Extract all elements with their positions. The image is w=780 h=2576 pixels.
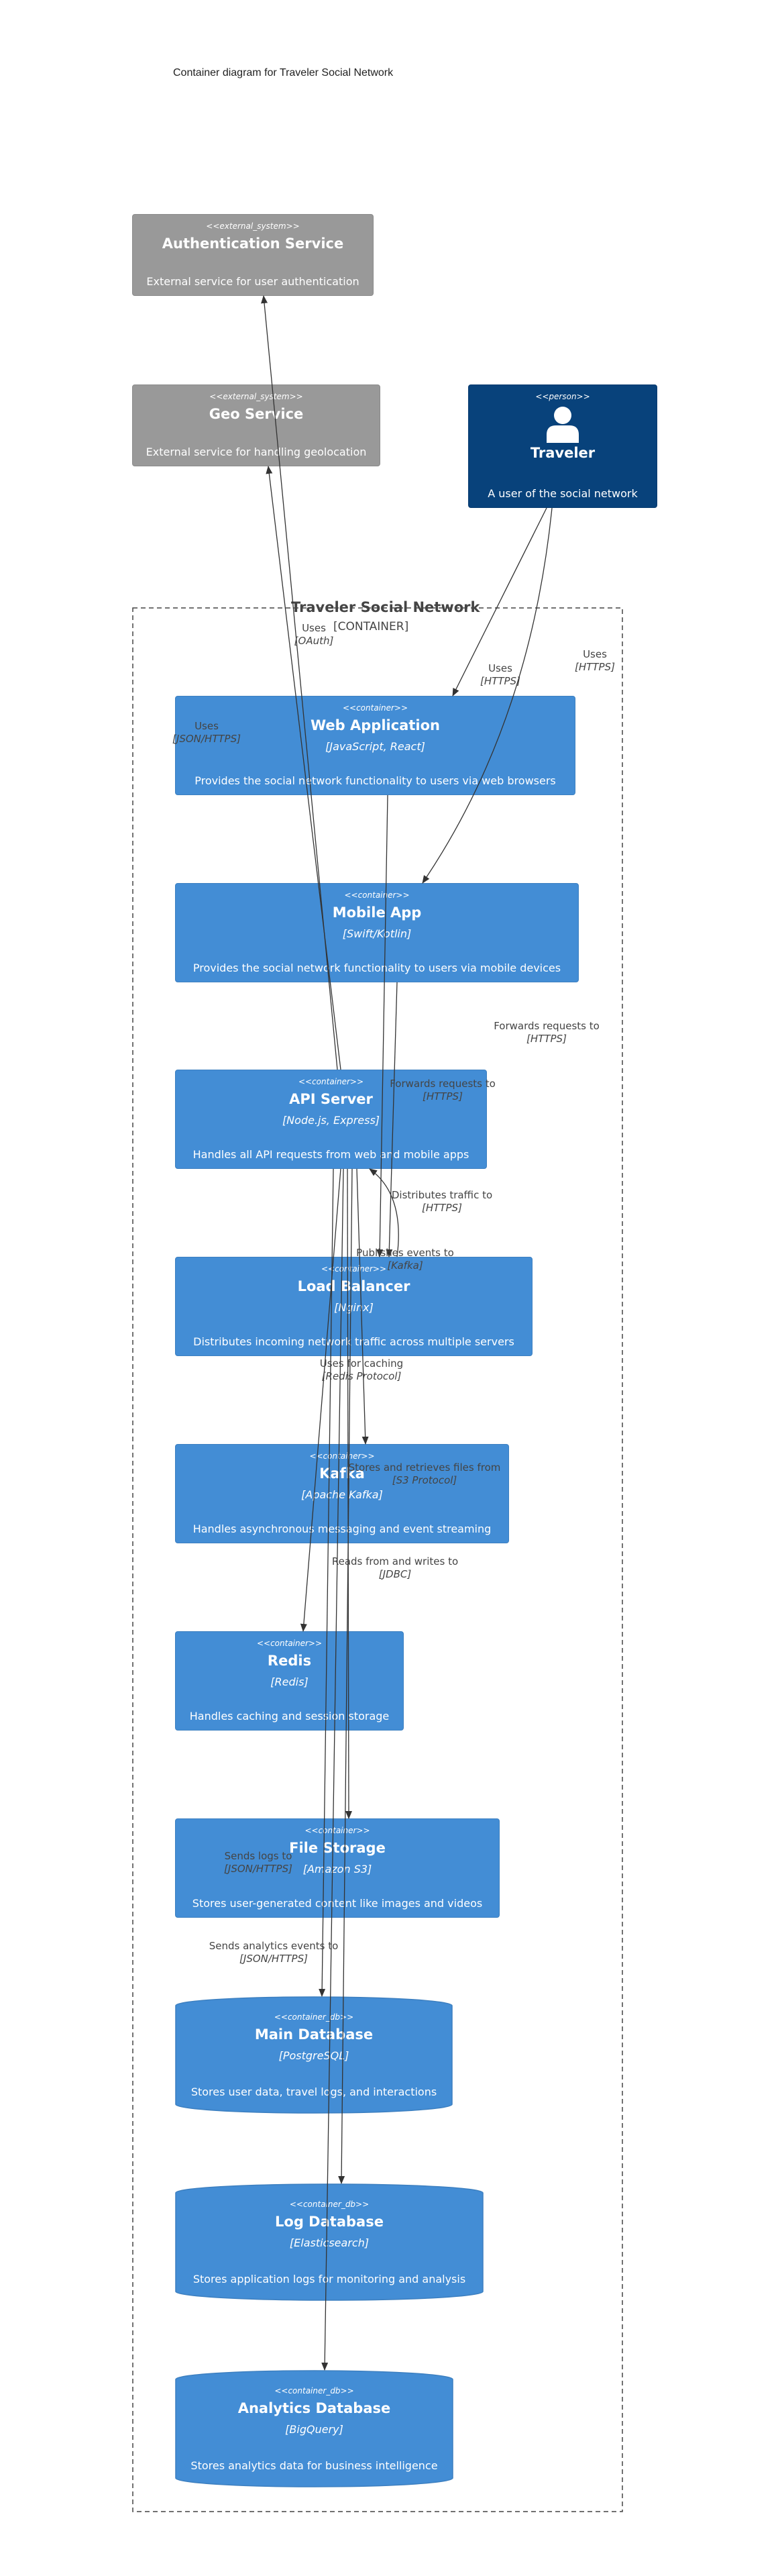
relationship-label: Uses[OAuth]	[294, 622, 334, 647]
relationship-label: Uses[JSON/HTTPS]	[172, 720, 241, 745]
relationship-label: Uses for caching[Redis Protocol]	[319, 1357, 404, 1382]
node-stereotype: <<container>>	[321, 1264, 387, 1274]
node-description: Handles all API requests from web and mo…	[192, 1148, 469, 1161]
node-name: Redis	[267, 1653, 312, 1669]
node-name: Analytics Database	[237, 2400, 391, 2416]
node-stereotype: <<container>>	[256, 1639, 323, 1648]
node-description: Stores analytics data for business intel…	[190, 2459, 438, 2472]
boundary-title: Traveler Social Network	[291, 599, 480, 615]
node-description: Provides the social network functionalit…	[194, 774, 556, 787]
relationship-label: Distributes traffic to[HTTPS]	[391, 1189, 493, 1214]
node-stereotype: <<container_db>>	[289, 2200, 370, 2209]
node-description: External service for handling geolocatio…	[146, 446, 367, 458]
node-technology: [JavaScript, React]	[325, 740, 425, 753]
diagram-title: Container diagram for Traveler Social Ne…	[173, 67, 394, 79]
node-technology: [Apache Kafka]	[301, 1488, 383, 1501]
node-description: A user of the social network	[488, 487, 638, 500]
node-stereotype: <<person>>	[535, 392, 590, 401]
relationship-label: Reads from and writes to[JDBC]	[331, 1555, 459, 1580]
node-technology: [Swift/Kotlin]	[342, 927, 412, 940]
kafka-box[interactable]: <<container>> Kafka [Apache Kafka] Handl…	[175, 1444, 509, 1543]
node-name: Load Balancer	[297, 1278, 410, 1294]
node-stereotype: <<container>>	[304, 1826, 370, 1835]
relationship-label: Stores and retrieves files from[S3 Proto…	[348, 1461, 501, 1486]
node-description: Stores application logs for monitoring a…	[192, 2273, 466, 2285]
web-application-box[interactable]: <<container>> Web Application [JavaScrip…	[175, 696, 575, 795]
cylinder-shape	[175, 2370, 453, 2487]
node-stereotype: <<container>>	[342, 703, 408, 713]
relationship-label: Uses[HTTPS]	[575, 648, 615, 673]
load-balancer-box[interactable]: <<container>> Load Balancer [Nginx] Dist…	[175, 1257, 533, 1356]
node-description: Handles asynchronous messaging and event…	[192, 1523, 492, 1535]
cylinder-shape	[175, 1996, 453, 2114]
analytics-database-cylinder[interactable]: <<container_db>> Analytics Database [Big…	[175, 2370, 453, 2487]
node-technology: [Elasticsearch]	[289, 2236, 370, 2249]
node-name: Traveler	[530, 445, 596, 461]
node-description: External service for user authentication	[146, 275, 359, 288]
relationship-label: Sends logs to[JSON/HTTPS]	[224, 1850, 292, 1875]
node-name: Authentication Service	[162, 236, 344, 252]
node-description: Stores user data, travel logs, and inter…	[190, 2085, 437, 2098]
node-stereotype: <<container>>	[298, 1077, 364, 1086]
authentication-service-box[interactable]: <<external_system>> Authentication Servi…	[132, 214, 374, 296]
api-server-box[interactable]: <<container>> API Server [Node.js, Expre…	[175, 1070, 487, 1169]
node-technology: [PostgreSQL]	[278, 2049, 349, 2062]
node-description: Stores user-generated content like image…	[192, 1897, 483, 1910]
relationship-label: Publishes events to[Kafka]	[356, 1247, 454, 1272]
person-icon	[547, 407, 579, 443]
relationship-label: Forwards requests to[HTTPS]	[390, 1078, 496, 1102]
boundary-type: [CONTAINER]	[333, 620, 409, 633]
node-technology: [Redis]	[270, 1676, 309, 1688]
relationship-label: Uses[HTTPS]	[480, 662, 520, 687]
node-stereotype: <<container>>	[309, 1451, 375, 1461]
node-stereotype: <<external_system>>	[209, 392, 303, 401]
node-description: Handles caching and session storage	[189, 1710, 390, 1722]
log-database-cylinder[interactable]: <<container_db>> Log Database [Elasticse…	[175, 2183, 484, 2301]
node-name: API Server	[289, 1091, 373, 1107]
relationship-label: Sends analytics events to[JSON/HTTPS]	[209, 1940, 339, 1965]
mobile-app-box[interactable]: <<container>> Mobile App [Swift/Kotlin] …	[175, 883, 579, 982]
node-stereotype: <<container_db>>	[274, 2012, 354, 2022]
node-description: Provides the social network functionalit…	[192, 962, 561, 974]
geo-service-box[interactable]: <<external_system>> Geo Service External…	[132, 384, 380, 466]
node-technology: [Node.js, Express]	[282, 1114, 380, 1127]
node-stereotype: <<container_db>>	[274, 2386, 354, 2395]
node-stereotype: <<external_system>>	[206, 221, 300, 231]
node-name: Geo Service	[209, 406, 304, 422]
relationship-label: Forwards requests to[HTTPS]	[494, 1020, 600, 1045]
redis-box[interactable]: <<container>> Redis [Redis] Handles cach…	[175, 1631, 404, 1731]
traveler-person-box[interactable]: <<person>> Traveler A user of the social…	[468, 384, 657, 508]
node-name: Log Database	[275, 2214, 384, 2230]
node-technology: [Nginx]	[334, 1301, 374, 1314]
node-description: Distributes incoming network traffic acr…	[193, 1335, 514, 1348]
node-name: Mobile App	[332, 905, 422, 921]
node-name: Main Database	[254, 2026, 374, 2043]
node-technology: [BigQuery]	[285, 2423, 343, 2436]
node-stereotype: <<container>>	[344, 890, 410, 900]
main-database-cylinder[interactable]: <<container_db>> Main Database [PostgreS…	[175, 1996, 453, 2114]
